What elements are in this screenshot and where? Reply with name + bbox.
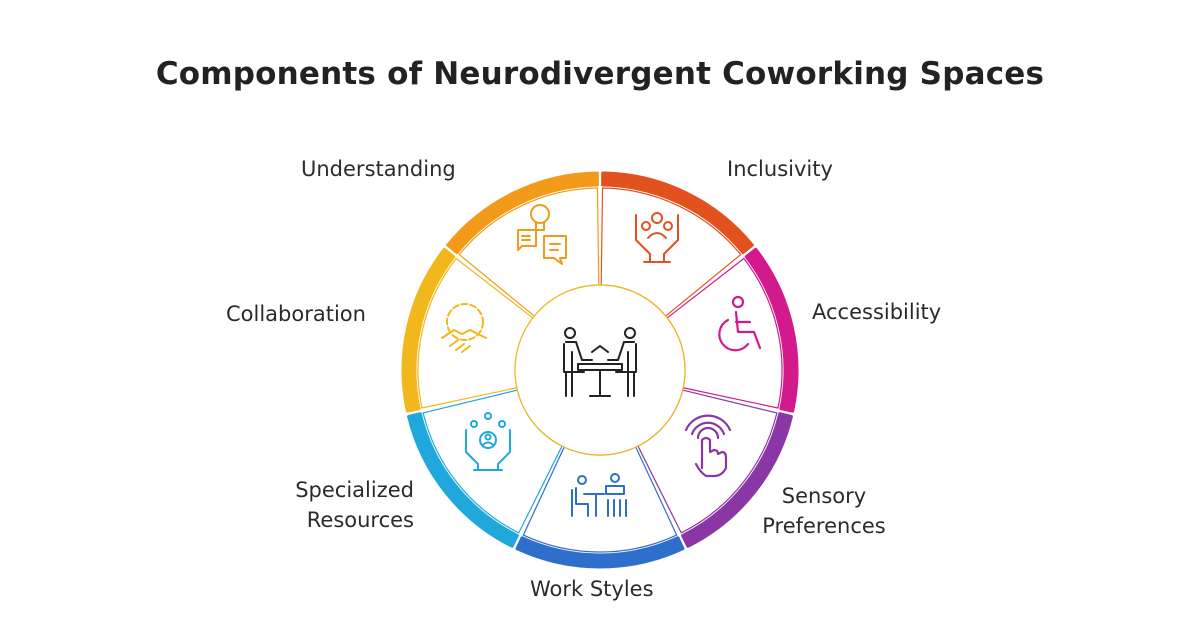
wheelchair-icon [718,295,762,352]
label-sensory-preferences: Sensory Preferences [750,481,898,541]
meeting-table-icon [563,327,637,397]
handshake-gear-icon [441,303,487,353]
segment-band-specialized [407,412,519,548]
label-work-styles: Work Styles [530,577,654,601]
segment-band-understanding [446,171,599,255]
label-collaboration: Collaboration [226,302,366,326]
label-sensory-line1: Sensory [781,484,867,508]
segment-band-accessibility [744,247,799,413]
segment-band-collaboration [401,247,456,413]
network-hands-icon [465,412,511,471]
page-title: Components of Neurodivergent Coworking S… [155,56,1045,92]
segment-band-inclusivity [601,171,754,255]
touch-hand-icon [684,414,732,478]
label-understanding: Understanding [301,157,456,181]
hands-people-icon [635,212,679,263]
label-specialized-resources: Specialized Resources [262,475,414,535]
lightbulb-chat-icon [517,204,567,265]
label-accessibility: Accessibility [812,300,942,324]
segment-band-sensory [681,412,793,548]
label-sensory-line2: Preferences [762,514,886,538]
segment-band-work-styles [515,536,685,569]
label-inclusivity: Inclusivity [727,157,833,181]
desk-workers-icon [571,473,627,517]
label-specialized-line2: Resources [306,508,414,532]
label-specialized-line1: Specialized [295,478,414,502]
